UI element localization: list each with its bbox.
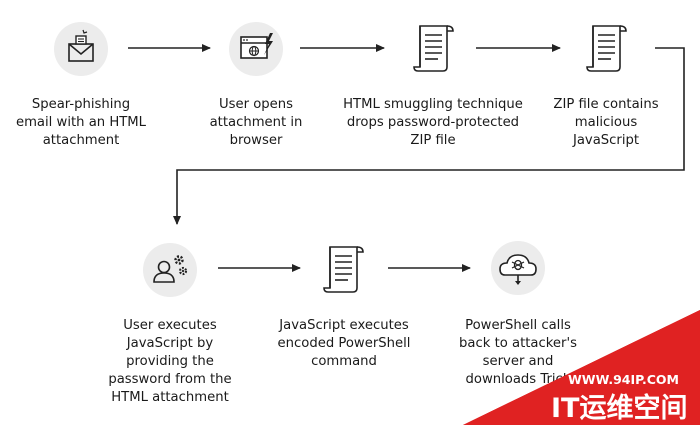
step-label-2: User opens attachment in browser [209,97,303,148]
cloud-bug-download-icon [491,241,545,295]
script-icon [323,246,364,293]
email-icon [54,22,108,76]
user-gears-icon [143,243,197,297]
script-icon [586,25,627,72]
step-label-5: User executes JavaScript by providing th… [108,318,232,405]
script-icon [413,25,454,72]
watermark-text: IT运维空间 [553,391,689,423]
step-label-6: JavaScript executes encoded PowerShell c… [277,318,411,369]
arrow-4-5-connector [173,47,685,225]
step-label-3: HTML smuggling technique drops password-… [343,97,523,148]
step-label-1: Spear-phishing email with an HTML attach… [15,97,147,148]
browser-icon [229,22,283,76]
step-label-4: ZIP file contains malicious JavaScript [553,97,659,148]
step-label-7: PowerShell calls back to attacker's serv… [459,318,577,387]
